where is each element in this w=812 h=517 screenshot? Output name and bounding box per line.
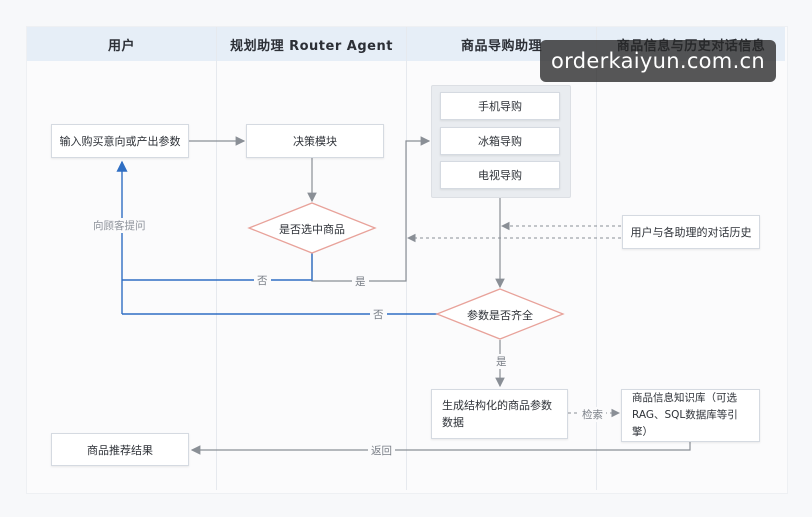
node-knowledge-base: 商品信息知识库（可选 RAG、SQL数据库等引擎） (621, 389, 760, 442)
watermark-banner: orderkaiyun.com.cn (540, 40, 776, 82)
label-no-selected: 否 (254, 273, 271, 288)
diamond-params-complete (435, 288, 565, 340)
label-retrieve: 检索 (579, 407, 606, 422)
node-input-params: 输入购买意向或产出参数 (51, 124, 189, 158)
edge-return (190, 442, 691, 455)
label-yes-params: 是 (493, 354, 510, 369)
lane-separator (216, 27, 217, 490)
label-return: 返回 (368, 443, 395, 458)
node-is-product-selected: 是否选中商品 (279, 223, 345, 236)
node-tv-guide: 电视导购 (440, 161, 560, 189)
diamond-is-product-selected (247, 202, 377, 254)
lane-header-router-agent: 规划助理 Router Agent (217, 27, 406, 61)
edge-selected-no (122, 253, 313, 281)
lane-header-user: 用户 (27, 27, 216, 61)
node-phone-guide: 手机导购 (440, 92, 560, 120)
label-ask-customer: 向顾客提问 (90, 218, 149, 233)
node-chat-history: 用户与各助理的对话历史 (622, 215, 760, 249)
lane-separator (596, 27, 597, 490)
node-decision-module: 决策模块 (246, 124, 384, 158)
node-recommend-result: 商品推荐结果 (51, 433, 189, 466)
label-yes-selected: 是 (352, 274, 369, 289)
node-generate-structured: 生成结构化的商品参数数据 (431, 389, 568, 439)
node-params-complete: 参数是否齐全 (467, 309, 533, 322)
label-no-params: 否 (370, 307, 387, 322)
node-fridge-guide: 冰箱导购 (440, 127, 560, 155)
